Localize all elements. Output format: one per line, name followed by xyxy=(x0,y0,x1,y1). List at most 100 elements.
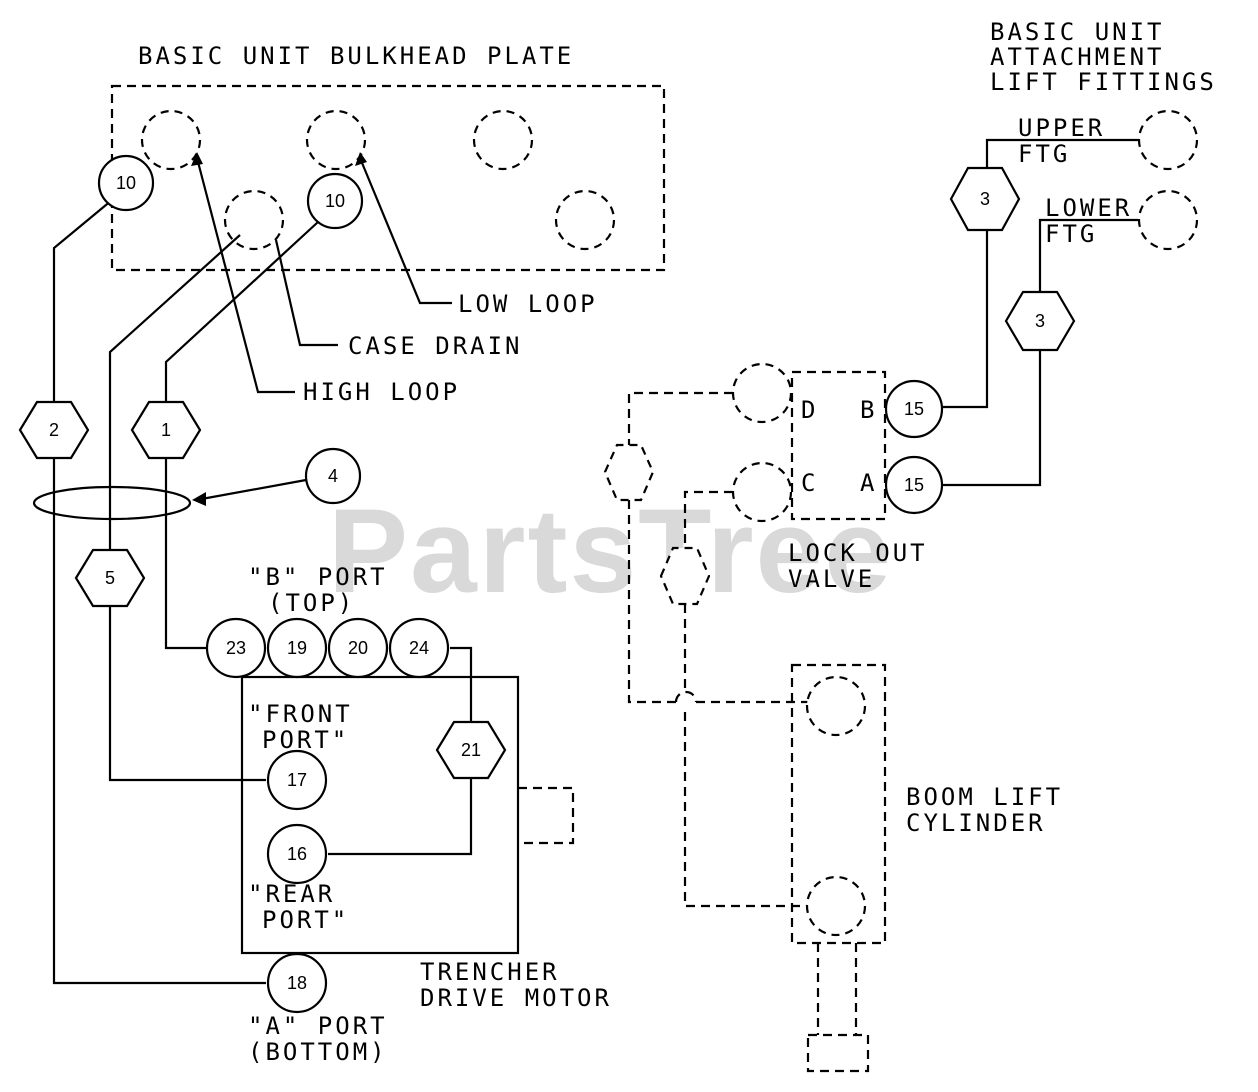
label-high-loop: HIGH LOOP xyxy=(303,378,460,406)
label-attachment-title-3: LIFT FITTINGS xyxy=(990,68,1217,96)
label-lockout-1: LOCK OUT xyxy=(788,539,928,567)
callout-hex-5: 5 xyxy=(74,548,146,608)
bulkhead-port-1 xyxy=(140,109,202,171)
hose-crossover xyxy=(674,690,698,703)
trencher-motor-shaft xyxy=(518,786,575,845)
callout-hex-2: 2 xyxy=(18,400,90,460)
label-a-port-2: (BOTTOM) xyxy=(248,1038,388,1066)
svg-text:3: 3 xyxy=(980,189,990,209)
label-bulkhead-plate: BASIC UNIT BULKHEAD PLATE xyxy=(138,42,574,70)
svg-text:3: 3 xyxy=(1035,311,1045,331)
boom-cylinder-body xyxy=(790,663,887,945)
label-b-port-2: (TOP) xyxy=(268,589,355,617)
label-port-d: D xyxy=(801,396,818,424)
hose-d-upper xyxy=(627,391,733,445)
label-boom-1: BOOM LIFT xyxy=(906,783,1063,811)
svg-text:5: 5 xyxy=(105,568,115,588)
svg-text:24: 24 xyxy=(409,638,429,658)
label-a-port-1: "A" PORT xyxy=(248,1012,388,1040)
hex-fitting-dashed-2 xyxy=(659,546,711,606)
boom-cylinder-rod-end xyxy=(806,1033,870,1073)
callout-10a: 10 xyxy=(97,154,155,212)
leader-case-drain xyxy=(274,239,338,347)
callout-23: 23 xyxy=(205,617,267,679)
svg-text:16: 16 xyxy=(287,844,307,864)
callout-16: 16 xyxy=(266,823,328,885)
label-attachment-title-1: BASIC UNIT xyxy=(990,18,1165,46)
callout-20: 20 xyxy=(327,617,389,679)
label-lockout-2: VALVE xyxy=(788,565,875,593)
hose-c-lower xyxy=(683,712,808,908)
boom-cylinder-port-bottom xyxy=(805,875,867,937)
hose-1-lower xyxy=(164,458,207,650)
svg-text:20: 20 xyxy=(348,638,368,658)
callout-24: 24 xyxy=(388,617,450,679)
arrowhead-4 xyxy=(192,492,206,506)
lower-lift-fitting xyxy=(1137,189,1199,251)
svg-text:15: 15 xyxy=(904,399,924,419)
label-port-b: B xyxy=(860,396,877,424)
label-boom-2: CYLINDER xyxy=(906,809,1046,837)
callout-4: 4 xyxy=(304,447,362,505)
label-attachment-title-2: ATTACHMENT xyxy=(990,43,1165,71)
svg-text:17: 17 xyxy=(287,770,307,790)
svg-text:19: 19 xyxy=(287,638,307,658)
hose-3b-to-lower xyxy=(1038,218,1138,292)
leader-4 xyxy=(195,478,307,502)
hose-21-upper xyxy=(450,646,473,722)
svg-text:21: 21 xyxy=(461,740,481,760)
hose-c-upper xyxy=(683,490,733,548)
hose-d-lower xyxy=(627,500,676,704)
label-low-loop: LOW LOOP xyxy=(458,290,598,318)
callout-hex-3b: 3 xyxy=(1004,290,1076,352)
bulkhead-port-2 xyxy=(305,109,367,171)
hose-15a-to-3b xyxy=(938,350,1042,487)
arrowhead-high-loop xyxy=(191,152,203,166)
svg-text:10: 10 xyxy=(325,191,345,211)
bulkhead-port-4 xyxy=(554,189,616,251)
callout-15a: 15 xyxy=(884,455,944,515)
svg-text:18: 18 xyxy=(287,973,307,993)
label-upper-ftg-1: UPPER xyxy=(1018,114,1105,142)
label-rear-port-1: "REAR xyxy=(248,880,335,908)
label-port-a: A xyxy=(860,469,877,497)
watermark: PartsTree xyxy=(328,484,893,618)
callout-10b: 10 xyxy=(306,172,364,230)
hose-5-upper xyxy=(108,234,241,550)
svg-text:23: 23 xyxy=(226,638,246,658)
callout-hex-3a: 3 xyxy=(949,166,1021,232)
label-front-port-1: "FRONT xyxy=(248,700,353,728)
callout-18: 18 xyxy=(266,952,328,1014)
hose-1-upper xyxy=(164,221,319,402)
hose-15b-to-3a xyxy=(938,230,989,409)
label-b-port-1: "B" PORT xyxy=(248,563,388,591)
label-lower-ftg-2: FTG xyxy=(1045,220,1097,248)
trencher-motor-body xyxy=(240,675,520,955)
label-rear-port-2: PORT" xyxy=(262,906,349,934)
label-upper-ftg-2: FTG xyxy=(1018,140,1070,168)
label-trencher-2: DRIVE MOTOR xyxy=(420,984,612,1012)
bulkhead-port-3 xyxy=(472,109,534,171)
callout-15b: 15 xyxy=(884,379,944,439)
upper-lift-fitting xyxy=(1137,109,1199,171)
svg-text:2: 2 xyxy=(49,420,59,440)
label-trencher-1: TRENCHER xyxy=(420,958,560,986)
hose-3a-to-upper xyxy=(985,138,1140,168)
label-port-c: C xyxy=(801,469,818,497)
lockout-port-c-fitting xyxy=(731,461,793,523)
lockout-valve-body xyxy=(790,370,887,521)
svg-text:15: 15 xyxy=(904,475,924,495)
callout-17: 17 xyxy=(266,749,328,811)
svg-text:1: 1 xyxy=(161,420,171,440)
label-case-drain: CASE DRAIN xyxy=(348,332,523,360)
hose-2-upper xyxy=(52,199,113,402)
svg-text:4: 4 xyxy=(328,466,338,486)
boom-cylinder-rod xyxy=(816,943,858,1035)
lockout-port-d-fitting xyxy=(731,362,793,424)
callout-hex-21: 21 xyxy=(435,720,507,780)
leader-high-loop xyxy=(195,157,295,394)
hose-21-lower xyxy=(328,778,473,856)
boom-cylinder-port-top xyxy=(805,675,867,737)
